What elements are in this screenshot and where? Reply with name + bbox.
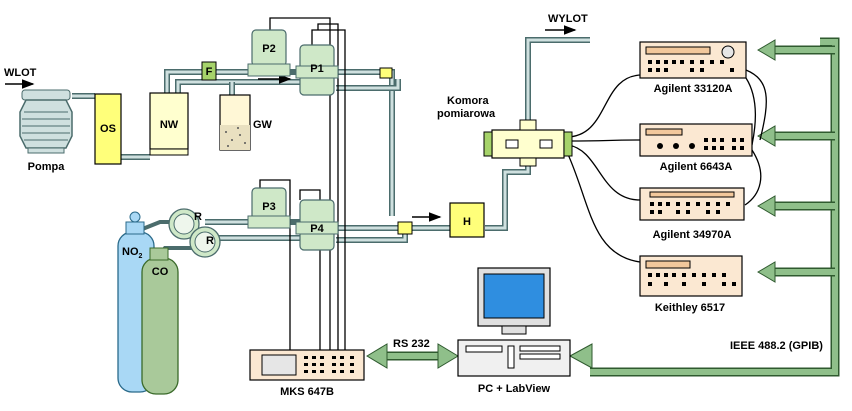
nw-label: NW	[160, 119, 179, 131]
chamber-cables	[565, 69, 767, 263]
regulator-r1: R	[168, 208, 202, 240]
gpib-branch-6517	[757, 261, 835, 283]
p3-label: P3	[262, 201, 275, 213]
valve-p1: P1	[295, 44, 339, 96]
mks-cables	[259, 17, 346, 352]
filter-f: F	[201, 61, 217, 81]
valve-p4: P4	[295, 199, 339, 251]
nw-unit: NW	[149, 92, 189, 156]
gpib-branch-6643a	[757, 125, 835, 147]
keithley-6517: Keithley 6517	[639, 255, 743, 314]
rs232-link: RS 232	[366, 338, 459, 369]
pc-workstation: PC + LabView	[457, 267, 571, 395]
gpib-branch-34970a	[757, 195, 835, 217]
keithley-6517-label: Keithley 6517	[655, 302, 725, 314]
h-label: H	[463, 216, 471, 228]
gpib-bus: IEEE 488.2 (GPIB)	[568, 37, 840, 377]
os-label: OS	[100, 123, 116, 135]
komora-label-2: pomiarowa	[437, 108, 496, 120]
mks-label: MKS 647B	[280, 386, 334, 398]
pump: Pompa	[19, 89, 73, 173]
os-unit: OS	[94, 93, 122, 165]
rs232-label: RS 232	[393, 338, 430, 350]
komora-label-1: Komora	[447, 95, 489, 107]
pompa-label: Pompa	[28, 161, 66, 173]
gw-label: GW	[253, 119, 273, 131]
f-label: F	[206, 66, 213, 78]
gpib-arrow-pc	[568, 343, 593, 369]
regulator-r2: R	[189, 226, 221, 258]
r1-label: R	[194, 211, 202, 223]
co-label: CO	[152, 266, 169, 278]
valve-p2: P2	[247, 29, 291, 77]
wlot-label: WLOT	[4, 67, 37, 79]
tee-top	[379, 67, 393, 79]
agilent-6643a: Agilent 6643A	[639, 123, 753, 173]
pc-label: PC + LabView	[478, 383, 551, 395]
gw-vessel: GW	[219, 94, 273, 151]
agilent-33120a-label: Agilent 33120A	[654, 83, 733, 95]
wylot-label: WYLOT	[548, 13, 588, 25]
r2-label: R	[206, 235, 214, 247]
agilent-6643a-label: Agilent 6643A	[660, 161, 733, 173]
agilent-34970a-label: Agilent 34970A	[653, 229, 732, 241]
mks-647b: MKS 647B	[249, 349, 365, 398]
agilent-33120a: Agilent 33120A	[639, 41, 747, 95]
cylinder-co: CO	[141, 247, 179, 395]
tee-bottom	[397, 221, 413, 235]
agilent-34970a: Agilent 34970A	[639, 187, 745, 241]
flow-arrows	[5, 25, 577, 222]
valve-p3: P3	[247, 187, 291, 229]
gpib-branch-33120a	[757, 39, 835, 61]
humidifier-h: H	[449, 202, 485, 238]
measurement-chamber: Komora pomiarowa	[437, 95, 573, 167]
p4-label: P4	[310, 223, 324, 235]
no2-label: NO2	[122, 246, 143, 260]
ieee-label: IEEE 488.2 (GPIB)	[730, 340, 823, 352]
p1-label: P1	[310, 63, 323, 75]
p2-label: P2	[262, 43, 275, 55]
